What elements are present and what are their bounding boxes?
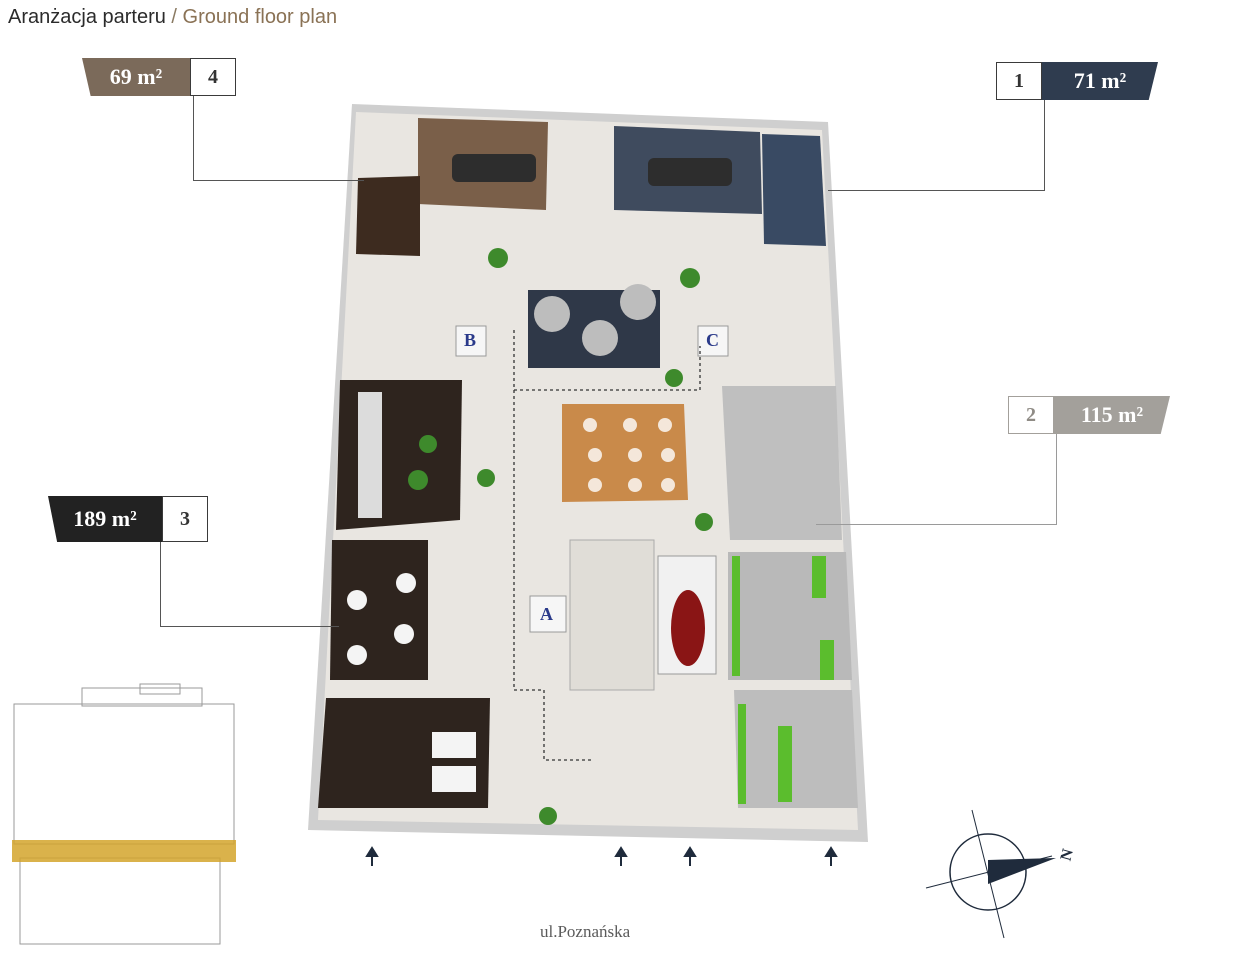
room-unit-3-dining [330, 540, 428, 680]
table-unit-1 [648, 158, 732, 186]
unit-3-leader [160, 542, 339, 627]
room-unit-3-bar [336, 380, 462, 530]
unit-3-number: 3 [162, 496, 208, 542]
stair-label-a: A [540, 604, 553, 624]
room-unit-2-office [722, 386, 842, 540]
stair-core-c [697, 325, 729, 357]
title-pl: Aranżacja parteru [8, 6, 166, 28]
unit-tag-2[interactable]: 2 115 m² [1008, 396, 1170, 434]
room-unit-1-lobby [762, 134, 826, 246]
unit-1-leader [828, 100, 1045, 191]
stair-core-b [455, 325, 487, 357]
unit-3-tables [347, 573, 476, 792]
plants [408, 248, 713, 825]
unit-tag-3[interactable]: 189 m² 3 [48, 496, 208, 542]
title-separator: / [165, 6, 183, 28]
table-unit-4 [452, 154, 536, 182]
entrance-arrows [365, 846, 838, 866]
green-furniture [732, 556, 834, 804]
unit-tag-1[interactable]: 1 71 m² [996, 62, 1158, 100]
unit-2-area: 115 m² [1054, 396, 1170, 434]
room-unit-2-bottom [734, 690, 858, 808]
cafe-tables [583, 418, 675, 492]
street-label: ul.Poznańska [540, 922, 631, 941]
stair-label-c: C [706, 330, 719, 350]
unit-tag-4[interactable]: 69 m² 4 [82, 58, 236, 96]
unit-4-number: 4 [190, 58, 236, 96]
unit-1-number: 1 [996, 62, 1042, 100]
title-en: Ground floor plan [182, 6, 338, 28]
unit-2-number: 2 [1008, 396, 1054, 434]
room-unit-4-kitchen [356, 176, 420, 256]
unit-3-bench [358, 392, 382, 518]
stair-core-a [529, 595, 567, 633]
unit-4-leader [193, 96, 364, 181]
lounge-pod-2 [620, 284, 656, 320]
ground-floor-highlight [12, 840, 236, 862]
stair-label-b: B [464, 330, 477, 350]
car [671, 590, 705, 666]
unit-4-area: 69 m² [82, 58, 190, 96]
main-stairs [569, 539, 655, 691]
building-elevation [13, 683, 235, 945]
lounge-pod-1 [534, 296, 570, 332]
route-lines [513, 330, 701, 761]
lounge-pod-3 [582, 320, 618, 356]
page-title: Aranżacja parteru / Ground floor plan [8, 6, 337, 29]
compass-icon [925, 809, 1056, 939]
unit-1-area: 71 m² [1042, 62, 1158, 100]
unit-2-leader [816, 434, 1057, 525]
unit-3-area: 189 m² [48, 496, 162, 542]
